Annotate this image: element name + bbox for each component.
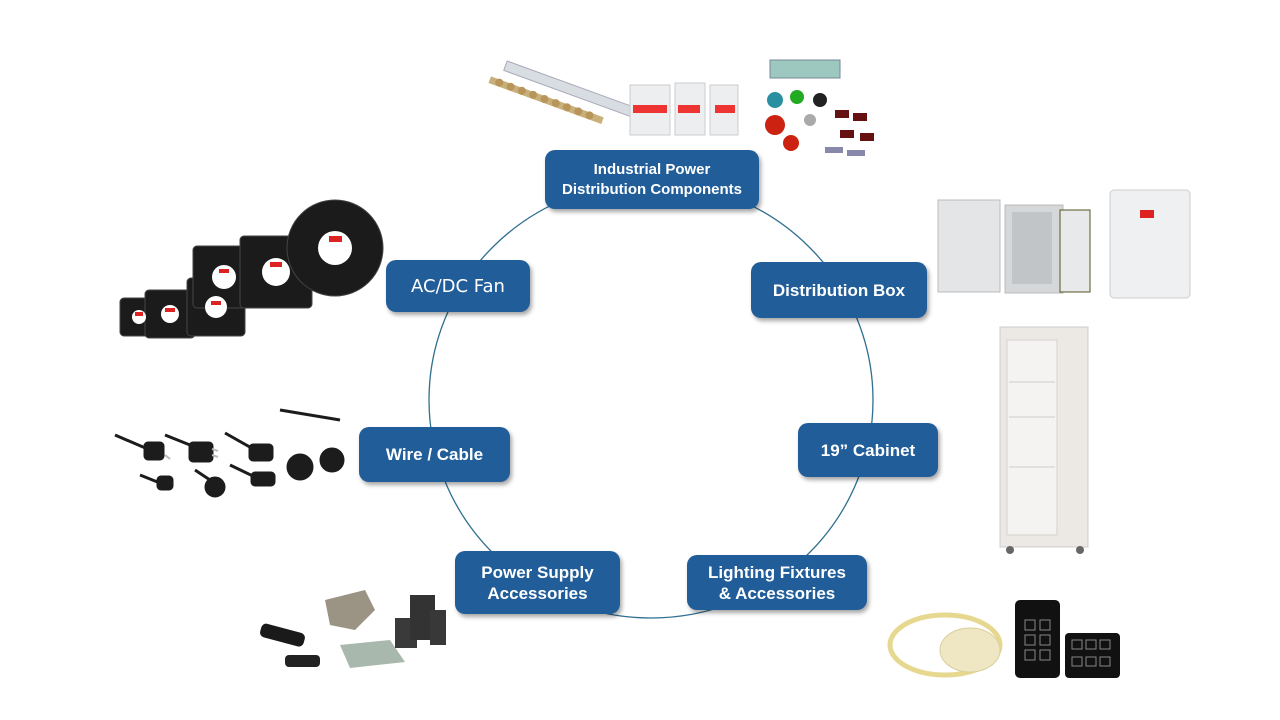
industrial-components-image (488, 59, 874, 156)
node-label-line: Distribution Components (562, 180, 742, 198)
node-ac-dc-fan[interactable]: AC/DC Fan (386, 260, 530, 312)
node-19-inch-cabinet[interactable]: 19” Cabinet (798, 423, 938, 477)
wire-cable-image (114, 408, 345, 498)
node-label: AC/DC Fan (411, 275, 505, 297)
node-lighting-fixtures-accessories[interactable]: Lighting Fixtures& Accessories (687, 555, 867, 610)
cabinet-image (999, 326, 1089, 554)
fans-image (119, 199, 384, 339)
node-label-line: Power Supply (481, 562, 594, 582)
node-label: 19” Cabinet (820, 440, 916, 460)
distribution-box-image (937, 189, 1191, 299)
node-label-line: Accessories (487, 583, 588, 603)
lighting-image (887, 600, 1120, 678)
node-label: Wire / Cable (385, 445, 484, 464)
node-label-line: Lighting Fixtures (708, 562, 846, 582)
node-label-line: Industrial Power (593, 160, 711, 178)
node-label: Distribution Box (772, 280, 906, 300)
node-label-line: & Accessories (718, 583, 836, 603)
node-distribution-box[interactable]: Distribution Box (751, 262, 927, 318)
node-wire-cable[interactable]: Wire / Cable (359, 427, 510, 482)
psu-accessories-image (260, 590, 446, 668)
